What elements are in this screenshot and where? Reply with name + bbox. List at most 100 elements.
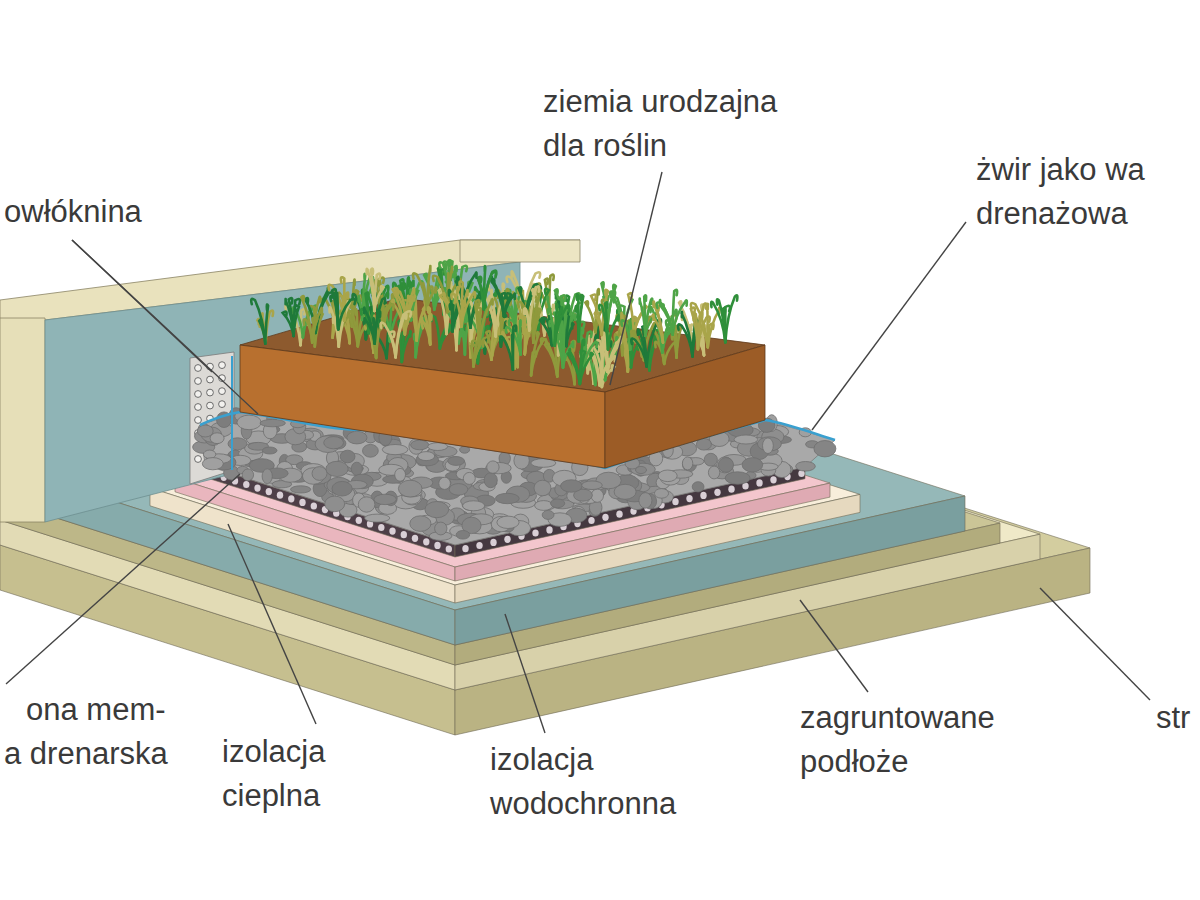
gravel-stone [449, 484, 468, 496]
membrane-dimple [219, 362, 226, 369]
insulation-board-front [175, 478, 455, 581]
layer-label: izolacja wodochronna [490, 738, 690, 826]
grass-blade [461, 300, 465, 326]
grass-blade [304, 319, 313, 342]
grass-blade [555, 312, 560, 346]
membrane-dimple [254, 485, 260, 492]
gravel-stone [410, 516, 431, 532]
layer-label: str [1156, 696, 1190, 740]
gravel-stone [561, 480, 583, 492]
membrane-dimple [423, 538, 429, 545]
grass-blade [555, 306, 570, 346]
membrane-dimple [219, 388, 226, 395]
grass-blade [585, 301, 595, 332]
gravel-stone [435, 522, 447, 535]
grass-blade [555, 307, 562, 346]
membrane-dimple [207, 389, 214, 396]
membrane-dimple [504, 536, 510, 543]
gravel-stone [363, 444, 379, 457]
layer-label: ziemia urodzajna dla roślin [543, 80, 805, 168]
gravel-stone [551, 499, 565, 508]
grass-blade [407, 295, 415, 324]
membrane-dimple [356, 517, 362, 524]
grass-blade [608, 315, 619, 349]
membrane-dimple [195, 417, 202, 424]
layer-label: zagruntowane podłoże [800, 696, 1015, 784]
gravel-stone [658, 470, 677, 482]
grass-blade [698, 303, 707, 349]
grass-blade [479, 299, 493, 346]
leader-line [800, 600, 868, 692]
membrane-dimple [446, 545, 452, 552]
gravel-stone [358, 497, 375, 512]
layer-label: izolacja cieplna [222, 730, 362, 818]
grass-blade [600, 359, 611, 385]
grass-blade [723, 308, 726, 342]
gravel-stone [365, 514, 390, 522]
membrane-dimple [616, 511, 622, 518]
grass-blade [427, 266, 430, 310]
membrane-dimple [195, 404, 202, 411]
grass-blade [566, 323, 573, 346]
grass-blade [595, 312, 602, 335]
grass-blade [580, 353, 593, 384]
grass-blade [531, 332, 539, 375]
grass-blade [422, 323, 430, 344]
grass-blade [577, 294, 579, 341]
grass-blade [591, 294, 602, 335]
grass-blade [251, 299, 265, 344]
grass-blade [547, 297, 554, 344]
grass-blade [652, 315, 663, 343]
membrane-dimple [389, 528, 395, 535]
grass-blade [529, 286, 539, 330]
gravel-stone [326, 461, 348, 476]
grass-blade [294, 299, 300, 336]
membrane-dimple [714, 489, 720, 496]
membrane-dimple [288, 495, 294, 502]
grass-blade [491, 279, 504, 317]
grass-blade [725, 295, 737, 342]
leader-line [505, 614, 545, 733]
plants [251, 260, 737, 387]
membrane-dimple [243, 481, 249, 488]
layer-label: owłóknina [4, 190, 142, 234]
grass-blade [371, 269, 375, 311]
grass-blade [367, 269, 375, 311]
gravel-stone [682, 457, 692, 470]
grass-blade [396, 311, 411, 357]
grass-blade [711, 302, 725, 342]
grass-blade [312, 308, 322, 342]
membrane-dimple [299, 499, 305, 506]
grass-blade [504, 294, 515, 317]
insulation-board-side [455, 483, 830, 581]
membrane-dimple [195, 456, 202, 463]
gravel-stone [425, 502, 449, 518]
grass-blade [717, 299, 725, 342]
membrane-dimple [532, 529, 538, 536]
grass-blade [673, 300, 687, 334]
grass-blade [422, 318, 431, 345]
gravel-stone [428, 443, 448, 451]
grass-blade [525, 325, 529, 354]
membrane-dimple [756, 479, 762, 486]
gravel-stone [398, 480, 422, 497]
grass-blade [562, 321, 564, 343]
grass-blade [402, 331, 411, 362]
membrane-dimple [207, 402, 214, 409]
gravel-stone [591, 489, 603, 502]
grass-blade [645, 299, 652, 336]
leader-line [228, 524, 316, 724]
gravel-stone [535, 501, 553, 511]
leader-line [610, 172, 662, 385]
gravel-stone [291, 486, 311, 493]
gravel-stone [484, 473, 497, 488]
geotextile-wall [231, 356, 233, 470]
gravel-stone [487, 461, 499, 473]
gravel-stone [636, 466, 647, 473]
membrane-dimple [602, 514, 608, 521]
grass-blade [511, 335, 515, 370]
grass-blade [474, 337, 489, 366]
grass-blade [431, 316, 440, 349]
membrane-dimple [266, 488, 272, 495]
gravel-stone [340, 450, 355, 463]
